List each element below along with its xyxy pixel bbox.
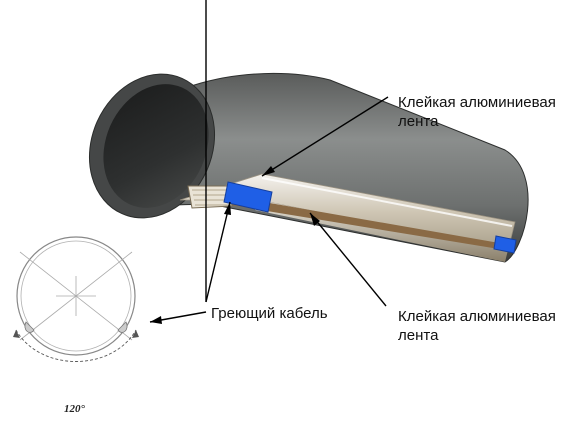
heating-cable-label: Греющий кабель xyxy=(211,305,328,322)
heating-cable xyxy=(187,181,517,254)
leader-lines xyxy=(149,0,389,324)
tape-label-bottom: Клейкая алюминиевая лента xyxy=(398,307,556,345)
tape-label-bottom-line2: лента xyxy=(398,327,439,344)
cross-section-inset xyxy=(13,236,139,362)
tape-label-bottom-line1: Клейкая алюминиевая xyxy=(398,308,556,325)
angle-label: 120° xyxy=(64,403,85,415)
tape-label-top-line1: Клейкая алюминиевая xyxy=(398,94,556,111)
tape-label-top-line2: лента xyxy=(398,113,439,130)
tape-label-top: Клейкая алюминиевая лента xyxy=(398,93,556,131)
